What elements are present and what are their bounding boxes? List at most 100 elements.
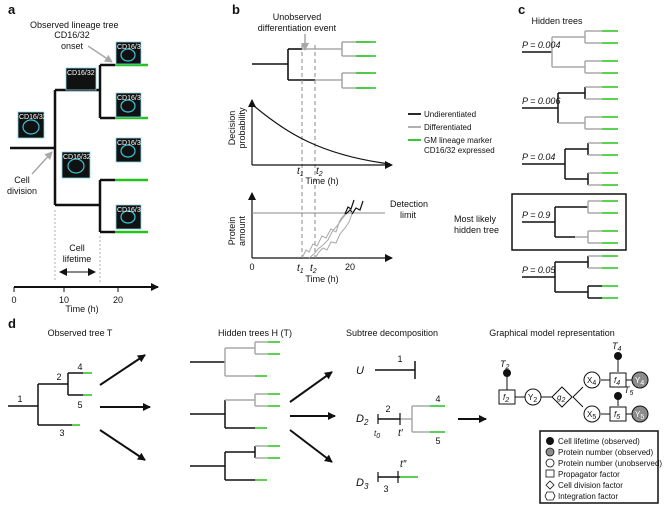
d-hidden-tree-2 xyxy=(190,393,280,429)
cell-image-root: CD16/32 xyxy=(17,111,47,139)
y4-node xyxy=(631,371,649,389)
node-2: 2 xyxy=(56,372,61,382)
legend-protein-unobserved: Protein number (unobserved) xyxy=(558,459,662,468)
subtree-d2-node-4: 4 xyxy=(435,394,440,404)
hidden-tree-4 xyxy=(522,200,618,244)
detection-label-1: Detection xyxy=(390,199,428,209)
lifetime-label-1: Cell xyxy=(69,243,85,253)
y5-node xyxy=(631,405,649,423)
onset-label-1: CD16/32 xyxy=(54,30,90,40)
graphical-model: T2 f2 Y2 g2 X4 X5 f4 f5 T4 T5 xyxy=(498,341,649,423)
a-tick-10: 10 xyxy=(59,295,69,305)
x4-label: X4 xyxy=(587,376,596,387)
p-value-4: P = 0.9 xyxy=(522,210,550,220)
subtree-d3-label: D3 xyxy=(356,477,369,491)
panel-c-title: Hidden trees xyxy=(531,16,583,26)
detection-label-2: limit xyxy=(400,210,416,220)
y4-label: Y4 xyxy=(635,376,644,387)
panel-d: d Observed tree T Hidden trees H (T) Sub… xyxy=(8,316,662,504)
subtree-title: Subtree decomposition xyxy=(346,328,438,338)
subtree-d3-node-3: 3 xyxy=(383,484,388,494)
cell-tag: CD16/32 xyxy=(117,95,145,102)
a-tick-0: 0 xyxy=(11,295,16,305)
decision-t1: t1 xyxy=(297,166,304,178)
legend-marker-1: GM lineage marker xyxy=(424,136,492,145)
event-label-1: Unobserved xyxy=(273,12,322,22)
t5-node xyxy=(614,392,622,400)
t2-node xyxy=(503,369,511,377)
node-5: 5 xyxy=(77,400,82,410)
subtree-d2-node-5: 5 xyxy=(435,436,440,446)
decision-ylabel-1: Decision xyxy=(227,111,237,146)
protein-t1: t1 xyxy=(297,263,304,275)
p-value-2: P = 0.006 xyxy=(522,96,560,106)
t5-label: T5 xyxy=(624,385,634,397)
cell-tag: CD16/32 xyxy=(117,207,145,214)
hidden-tree-3 xyxy=(522,142,618,186)
subtree-tdprime: t″ xyxy=(400,459,407,470)
subtree-u-node: 1 xyxy=(397,354,402,364)
f5-label: f5 xyxy=(614,410,620,421)
onset-label-2: onset xyxy=(61,41,84,51)
f4-factor xyxy=(609,372,627,388)
protein-ylabel-1: Protein xyxy=(227,217,237,246)
cell-image-leaf-2: CD16/32 xyxy=(115,92,145,118)
decision-curve xyxy=(253,105,391,165)
panel-c: c Hidden trees P = 0.004 xyxy=(454,2,627,299)
green-branches xyxy=(115,63,148,234)
node-1: 1 xyxy=(17,394,22,404)
arrow-to-subtree-3 xyxy=(289,429,333,463)
f4-label: f4 xyxy=(614,376,620,387)
cell-tag: CD16/32 xyxy=(117,44,145,51)
legend-marker-2: CD16/32 expressed xyxy=(424,146,495,155)
most-likely-box xyxy=(511,193,627,251)
node-3: 3 xyxy=(59,428,64,438)
subtree-d2-node-2: 2 xyxy=(385,404,390,414)
subtree-u-label: U xyxy=(356,365,364,377)
legend-undiff: Undierentiated xyxy=(424,110,476,119)
p-value-1: P = 0.004 xyxy=(522,40,560,50)
legend-cell-lifetime: Cell lifetime (observed) xyxy=(558,437,640,446)
lifetime-label-2: lifetime xyxy=(63,254,92,264)
x5-label: X5 xyxy=(587,410,596,421)
division-label-1: Cell xyxy=(14,175,30,185)
y5-label: Y5 xyxy=(635,410,644,421)
panel-b-legend: Undierentiated Differentiated GM lineage… xyxy=(408,110,495,155)
observed-tree-title: Observed tree T xyxy=(48,328,113,338)
g2-label: g2 xyxy=(557,393,565,404)
division-arrow xyxy=(31,151,53,175)
decision-ylabel-2: probability xyxy=(237,107,247,149)
hidden-tree-2 xyxy=(522,86,618,130)
protein-ylabel-2: amount xyxy=(237,215,247,246)
cell-image-leaf-3: CD16/32 xyxy=(115,137,145,163)
decision-probability-plot: Decision probability t1 t2 Time (h) xyxy=(227,99,393,186)
cell-tag: CD16/32 xyxy=(63,154,91,161)
legend-propagator: Propagator factor xyxy=(558,470,620,479)
x4-node xyxy=(583,371,601,389)
y2-label: Y2 xyxy=(528,393,537,404)
panel-a-title: Observed lineage tree xyxy=(30,20,119,30)
arrow-to-hidden-3 xyxy=(99,429,146,461)
hidden-tree-5 xyxy=(522,255,618,299)
cell-tag: CD16/32 xyxy=(67,70,95,77)
graph-legend: Cell lifetime (observed) Protein number … xyxy=(539,430,662,504)
legend-protein-observed: Protein number (observed) xyxy=(558,448,653,457)
subtree-d2-label: D2 xyxy=(356,413,369,427)
a-x-label: Time (h) xyxy=(65,304,98,314)
arrow-to-subtree-1 xyxy=(289,371,333,403)
cell-image-leaf-4: CD16/32 xyxy=(115,204,145,230)
arrow-to-hidden-1 xyxy=(99,354,146,386)
most-likely-label-1: Most likely xyxy=(454,214,497,224)
p-value-5: P = 0.05 xyxy=(522,265,556,275)
a-tick-20: 20 xyxy=(113,295,123,305)
panel-b: b Unobserved differentiation event xyxy=(227,2,495,284)
node-4: 4 xyxy=(77,362,82,372)
panel-b-letter: b xyxy=(232,2,240,17)
t4-node xyxy=(614,352,622,360)
protein-amount-plot: Detection limit Protein amount 0 t1 t2 2… xyxy=(227,192,428,284)
b-tree xyxy=(252,41,376,89)
protein-time-label: Time (h) xyxy=(305,274,338,284)
event-label-2: differentiation event xyxy=(258,23,337,33)
cell-image-upper: CD16/32 xyxy=(65,67,97,91)
